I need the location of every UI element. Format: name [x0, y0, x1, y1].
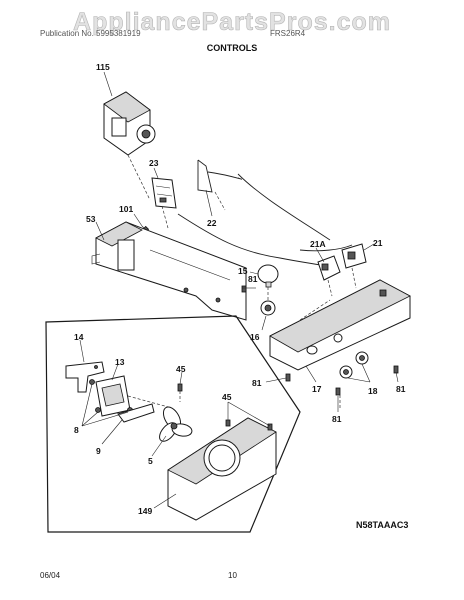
part-14-bracket	[65, 361, 105, 393]
part-17-control-panel	[269, 279, 411, 371]
label-101: 101	[119, 204, 133, 214]
label-81-right: 81	[396, 384, 406, 394]
label-23: 23	[149, 158, 159, 168]
part-45-screw-upper	[177, 383, 183, 402]
part-18-knobs	[339, 351, 369, 379]
label-81-bottom: 81	[332, 414, 342, 424]
part-13-fan-motor	[95, 375, 173, 417]
footer-page-number: 10	[228, 571, 237, 580]
label-115: 115	[96, 62, 110, 72]
footer-date: 06/04	[40, 571, 61, 580]
page-title: CONTROLS	[206, 43, 258, 53]
model-number: FRS26R4	[270, 29, 306, 38]
label-81-upper: 81	[248, 274, 258, 284]
leader-lines	[79, 71, 399, 509]
label-15: 15	[238, 266, 248, 276]
part-81-screw-upper	[241, 285, 247, 293]
publication-number: Publication No. 5995381919	[40, 29, 141, 38]
part-9-motor-bracket	[117, 403, 155, 423]
part-23-control-board	[151, 177, 177, 229]
part-115-control-housing	[103, 91, 156, 201]
label-81-lower-left: 81	[252, 378, 262, 388]
label-9: 9	[96, 446, 101, 456]
label-149: 149	[138, 506, 152, 516]
wire-harness	[177, 173, 353, 267]
part-15-light-bulb	[257, 264, 279, 300]
part-21a-switch	[317, 255, 341, 297]
label-45-upper: 45	[176, 364, 186, 374]
label-18: 18	[368, 386, 378, 396]
part-81-screws-lower	[285, 365, 399, 408]
part-21-switch	[341, 243, 367, 289]
label-14: 14	[74, 332, 84, 342]
part-5-fan-blade	[159, 406, 193, 442]
part-22-sensor-tube	[197, 159, 242, 211]
label-8: 8	[74, 425, 79, 435]
label-16: 16	[250, 332, 260, 342]
label-21: 21	[373, 238, 383, 248]
label-45-lower: 45	[222, 392, 232, 402]
part-149-fan-shroud	[167, 417, 277, 521]
diagram-code: N58TAAAC3	[356, 520, 408, 530]
label-13: 13	[115, 357, 125, 367]
part-53-housing-base	[91, 221, 247, 321]
watermark: AppliancePartsPros.com	[73, 8, 391, 37]
label-22: 22	[207, 218, 217, 228]
part-16-light-socket	[260, 300, 276, 316]
label-53: 53	[86, 214, 96, 224]
label-21a: 21A	[310, 239, 326, 249]
label-5: 5	[148, 456, 153, 466]
label-17: 17	[312, 384, 322, 394]
